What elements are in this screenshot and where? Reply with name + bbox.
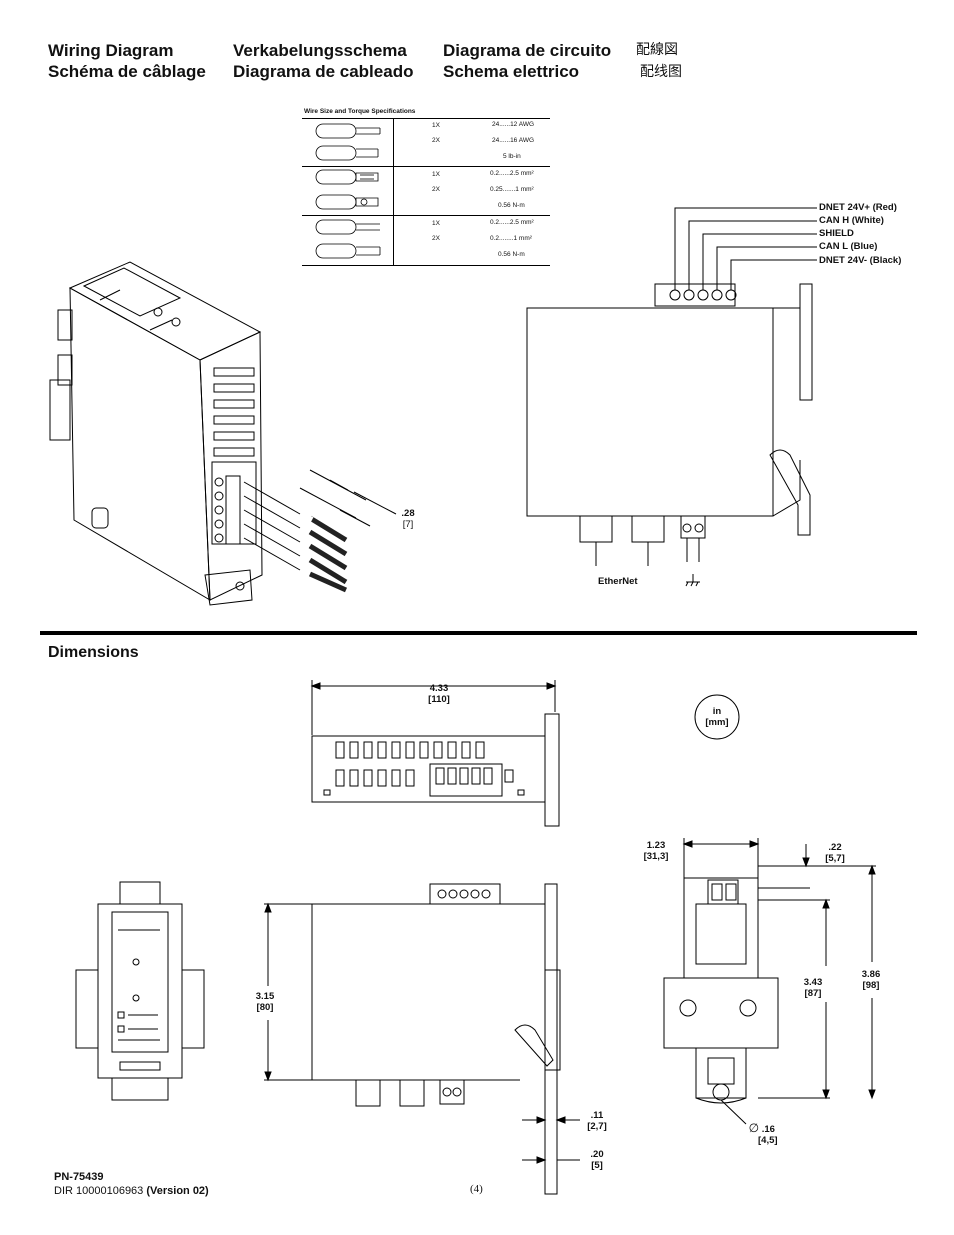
dim-rail: .11 [2,7] bbox=[582, 1110, 612, 1132]
version: (Version 02) bbox=[146, 1185, 209, 1197]
units-in: in bbox=[712, 706, 722, 717]
heading-wiring-ja: 配線図 bbox=[636, 42, 678, 58]
dim-total: 3.86 [98] bbox=[854, 969, 888, 991]
spec-size: 0.25.......1 mm² bbox=[490, 186, 534, 193]
spec-torque: 5 lb-in bbox=[503, 153, 521, 160]
ethernet-label: EtherNet bbox=[598, 576, 638, 587]
part-number: PN-75439 bbox=[54, 1171, 104, 1183]
dim-depth: 1.23 [31,3] bbox=[636, 840, 676, 862]
spec-size: 24......12 AWG bbox=[492, 121, 535, 128]
spec-count: 1X bbox=[432, 220, 440, 227]
dim-height-in: 3.15 bbox=[255, 991, 275, 1002]
strip-length-label: .28 [7] bbox=[396, 508, 420, 530]
strip-length-in: .28 bbox=[401, 508, 415, 519]
end-view-drawing bbox=[664, 838, 876, 1124]
dim-rail-mm: [2,7] bbox=[587, 1121, 607, 1132]
dim-top-mm: [5,7] bbox=[825, 853, 845, 864]
spec-torque: 0.56 N-m bbox=[498, 202, 525, 209]
spec-size: 24......16 AWG bbox=[492, 137, 535, 144]
page-number: (4) bbox=[470, 1183, 483, 1195]
dim-top: .22 [5,7] bbox=[818, 842, 852, 864]
spec-count: 2X bbox=[432, 235, 440, 242]
strip-length-mm: [7] bbox=[402, 519, 414, 530]
isometric-device-drawing bbox=[50, 262, 262, 605]
dim-hole: ∅ .16 [4,5] bbox=[746, 1121, 778, 1146]
diameter-symbol: ∅ bbox=[748, 1121, 760, 1135]
connector-label-can-l: CAN L (Blue) bbox=[819, 241, 878, 252]
dim-rail2-mm: [5] bbox=[591, 1160, 603, 1171]
connector-label-can-h: CAN H (White) bbox=[819, 215, 884, 226]
connector-label-shield: SHIELD bbox=[819, 228, 854, 239]
dim-side-view-drawing bbox=[264, 884, 580, 1194]
dim-rail2: .20 [5] bbox=[582, 1149, 612, 1171]
front-view-drawing bbox=[76, 882, 204, 1100]
spec-size: 0.2......2.5 mm² bbox=[490, 170, 534, 177]
spec-count: 2X bbox=[432, 137, 440, 144]
spec-size: 0.2........1 mm² bbox=[490, 235, 532, 242]
dim-depth-in: 1.23 bbox=[646, 840, 666, 851]
spec-count: 2X bbox=[432, 186, 440, 193]
heading-wiring-en: Wiring Diagram bbox=[48, 41, 174, 60]
connector-label-24v-minus: DNET 24V- (Black) bbox=[819, 255, 902, 266]
spec-count: 1X bbox=[432, 171, 440, 178]
dimensions-heading: Dimensions bbox=[48, 644, 139, 661]
dim-width-in: 4.33 bbox=[429, 683, 449, 694]
heading-wiring-de: Verkabelungsschema bbox=[233, 41, 407, 60]
dim-depth-mm: [31,3] bbox=[643, 851, 669, 862]
heading-wiring-es: Diagrama de cableado bbox=[233, 62, 414, 81]
dim-total-mm: [98] bbox=[862, 980, 880, 991]
dim-total-in: 3.86 bbox=[861, 969, 881, 980]
spec-torque: 0.56 N-m bbox=[498, 251, 525, 258]
dim-mid: 3.43 [87] bbox=[796, 977, 830, 999]
dir-number: DIR 10000106963 (Version 02) bbox=[54, 1185, 209, 1197]
dim-rail2-in: .20 bbox=[590, 1149, 604, 1160]
dim-top-in: .22 bbox=[828, 842, 842, 853]
dim-height-mm: [80] bbox=[256, 1002, 274, 1013]
dim-width: 4.33 [110] bbox=[416, 683, 462, 705]
dim-mid-mm: [87] bbox=[804, 988, 822, 999]
dim-hole-mm: [4,5] bbox=[758, 1135, 778, 1146]
connector-label-24v-plus: DNET 24V+ (Red) bbox=[819, 202, 897, 213]
wires-drawing bbox=[244, 470, 396, 590]
dim-mid-in: 3.43 bbox=[803, 977, 823, 988]
spec-count: 1X bbox=[432, 122, 440, 129]
side-view-drawing bbox=[527, 208, 817, 586]
dim-width-mm: [110] bbox=[428, 694, 450, 705]
units-badge: in [mm] bbox=[700, 706, 734, 728]
heading-wiring-zh: 配线图 bbox=[640, 64, 682, 80]
dir-id: DIR 10000106963 bbox=[54, 1185, 144, 1197]
wire-spec-grid bbox=[302, 118, 550, 266]
dim-hole-in: .16 bbox=[761, 1124, 775, 1135]
wire-spec-table: 1X 2X 24......12 AWG 24......16 AWG 5 lb… bbox=[302, 118, 550, 266]
wire-spec-title: Wire Size and Torque Specifications bbox=[304, 108, 416, 115]
units-mm: [mm] bbox=[705, 717, 729, 728]
dim-rail-in: .11 bbox=[590, 1110, 604, 1121]
spec-size: 0.2......2.5 mm² bbox=[490, 219, 534, 226]
heading-wiring-fr: Schéma de câblage bbox=[48, 62, 206, 81]
dim-height: 3.15 [80] bbox=[248, 991, 282, 1013]
heading-wiring-it: Schema elettrico bbox=[443, 62, 580, 81]
heading-wiring-es2: Diagrama de circuito bbox=[443, 41, 612, 60]
